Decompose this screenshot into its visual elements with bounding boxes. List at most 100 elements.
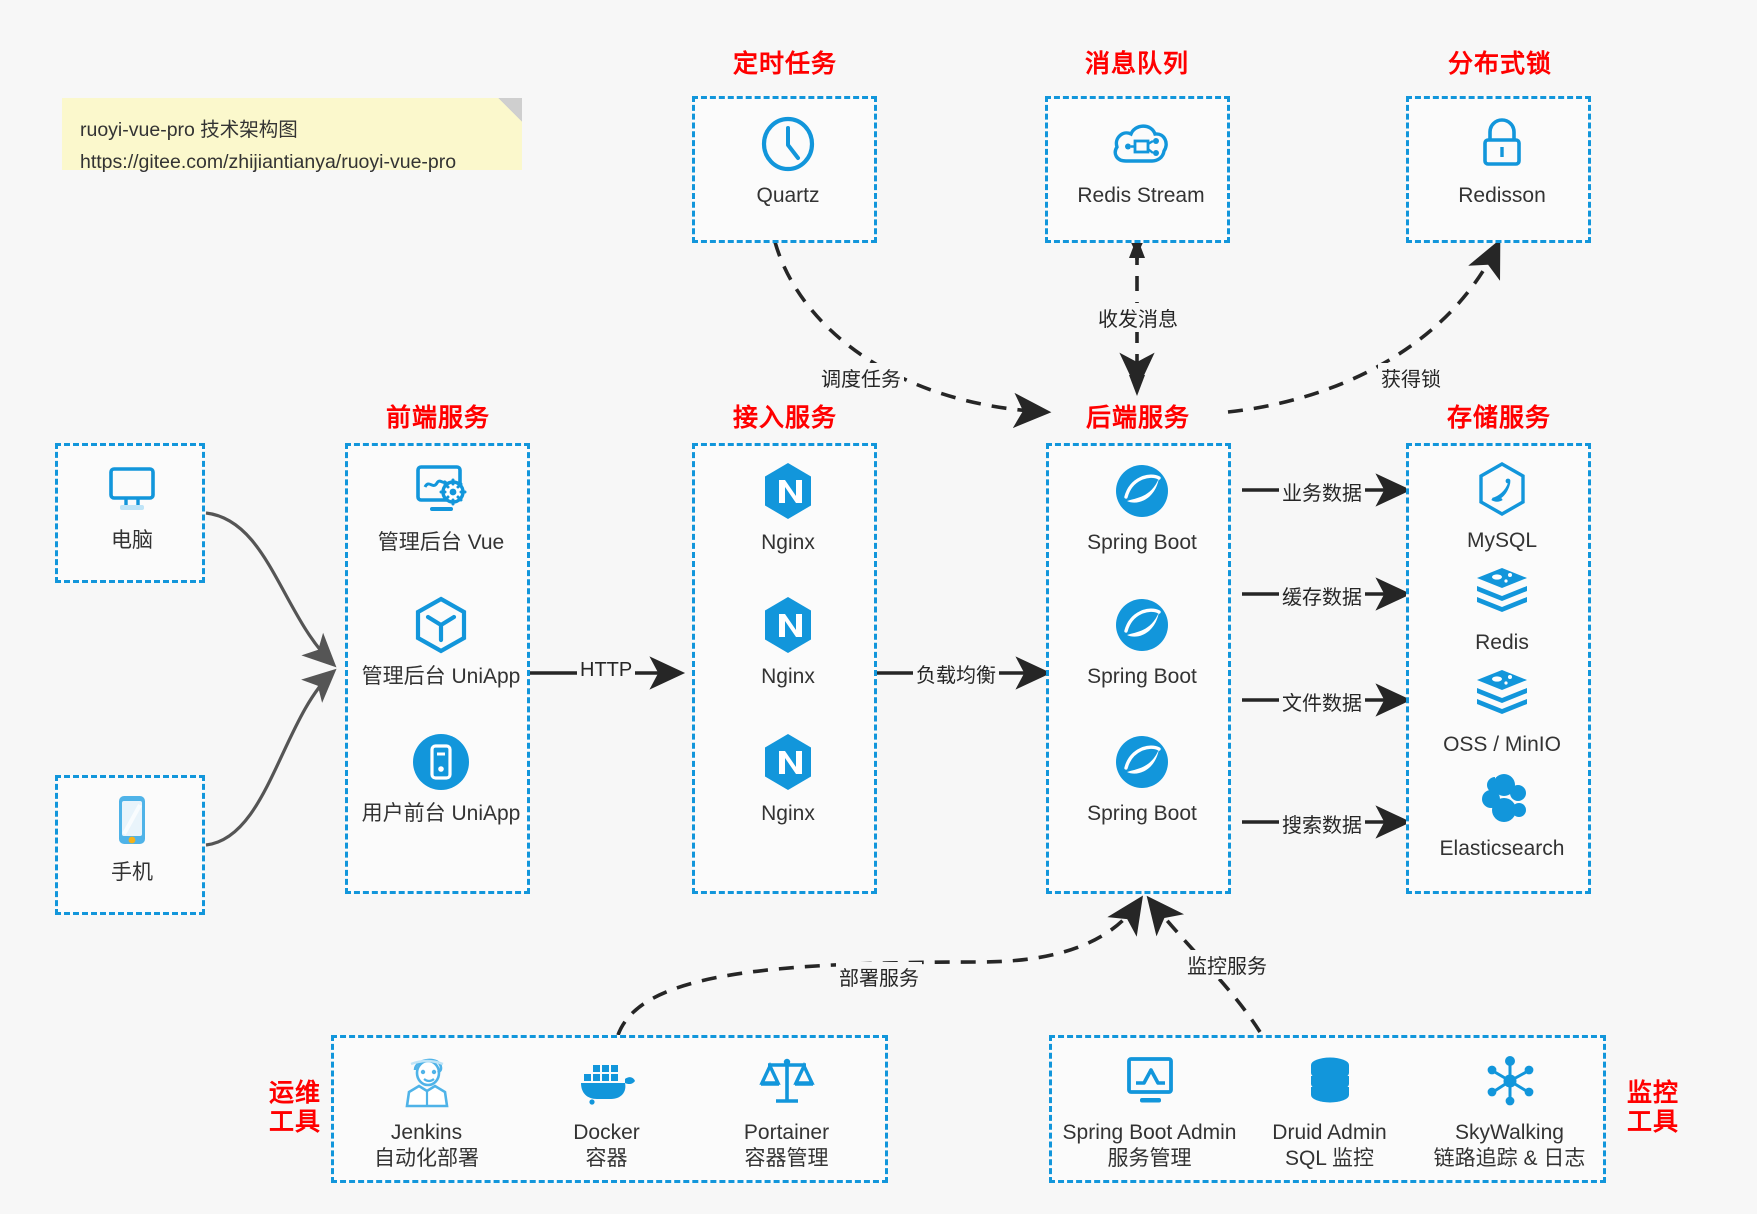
database-icon — [1303, 1050, 1357, 1112]
node-redis[interactable]: Redis — [1402, 560, 1602, 656]
arrowhead-mq-down — [1129, 375, 1145, 396]
group-mq: Redis Stream — [1045, 96, 1230, 243]
node-quartz[interactable]: Quartz — [688, 113, 888, 209]
edge-label-deploy-service: 部署服务 — [836, 962, 922, 991]
node-label: MySQL — [1466, 529, 1537, 552]
edge-label-schedule-task: 调度任务 — [818, 363, 904, 392]
node-spring-boot-admin[interactable]: Spring Boot Admin 服务管理 — [1057, 1050, 1242, 1173]
node-redisson[interactable]: Redisson — [1402, 113, 1602, 209]
node-nginx-2[interactable]: Nginx — [688, 594, 888, 690]
monitor-title-line1: 监控 — [1626, 1079, 1679, 1107]
app-round-icon — [411, 731, 471, 793]
node-label: 管理后台 UniApp — [361, 665, 521, 688]
node-label: 用户前台 UniApp — [361, 802, 521, 825]
node-user-uniapp[interactable]: 用户前台 UniApp — [341, 731, 541, 827]
node-label: Spring Boot — [1087, 802, 1197, 825]
monitor-title-line2: 工具 — [1626, 1107, 1679, 1136]
group-backend: Spring Boot Spring Boot Spring Boot — [1046, 443, 1231, 894]
node-pc[interactable]: 电脑 — [32, 458, 232, 554]
node-admin-uniapp[interactable]: 管理后台 UniApp — [341, 594, 541, 690]
edge-label-search-data: 搜索数据 — [1279, 809, 1365, 838]
group-title-backend: 后端服务 — [1086, 404, 1191, 432]
dashboard-icon — [410, 460, 472, 522]
node-druid-admin[interactable]: Druid Admin SQL 监控 — [1247, 1050, 1412, 1173]
group-scheduler: Quartz — [692, 96, 877, 243]
node-nginx-1[interactable]: Nginx — [688, 460, 888, 556]
elasticsearch-icon — [1473, 766, 1531, 828]
desktop-icon — [103, 458, 161, 520]
redis-icon — [1473, 560, 1531, 622]
edge-label-file-data: 文件数据 — [1279, 687, 1365, 716]
node-label: SkyWalking — [1455, 1121, 1564, 1144]
arrowhead-mq-up — [1129, 237, 1145, 258]
node-sublabel: SQL 监控 — [1284, 1147, 1375, 1171]
node-label: Docker — [573, 1121, 640, 1144]
cloud-stream-icon — [1111, 113, 1171, 175]
group-title-gateway: 接入服务 — [733, 404, 838, 432]
node-sublabel: 链路追踪 & 日志 — [1433, 1147, 1586, 1171]
node-skywalking[interactable]: SkyWalking 链路追踪 & 日志 — [1417, 1050, 1602, 1173]
node-jenkins[interactable]: Jenkins 自动化部署 — [344, 1050, 509, 1173]
nginx-icon — [761, 594, 815, 656]
group-title-scheduler: 定时任务 — [733, 50, 838, 78]
edge-label-mq-exchange: 收发消息 — [1095, 303, 1181, 332]
node-spring-boot-1[interactable]: Spring Boot — [1042, 460, 1242, 556]
node-mysql[interactable]: MySQL — [1402, 458, 1602, 554]
node-label: Quartz — [756, 184, 820, 207]
docker-icon — [575, 1050, 639, 1112]
note-line-url: https://gitee.com/zhijiantianya/ruoyi-vu… — [80, 151, 457, 174]
wire-backend-to-lock — [1227, 239, 1501, 414]
monitor-chart-icon — [1121, 1050, 1179, 1112]
node-admin-vue[interactable]: 管理后台 Vue — [341, 460, 541, 556]
node-label: Spring Boot Admin — [1062, 1121, 1237, 1144]
node-docker[interactable]: Docker 容器 — [524, 1050, 689, 1173]
lock-icon — [1476, 113, 1528, 175]
uniapp-cube-icon — [412, 594, 470, 656]
jenkins-icon — [397, 1050, 457, 1112]
node-label: Spring Boot — [1087, 665, 1197, 688]
wire-quartz-to-backend — [773, 241, 1052, 429]
edge-label-cache-data: 缓存数据 — [1279, 581, 1365, 610]
note-line-title: ruoyi-vue-pro 技术架构图 — [80, 119, 298, 141]
wire-mobile-to-frontend — [205, 668, 337, 847]
node-mobile[interactable]: 手机 — [32, 790, 232, 886]
edge-label-business-data: 业务数据 — [1279, 477, 1365, 506]
clock-icon — [759, 113, 817, 175]
node-label: 电脑 — [111, 529, 153, 552]
devops-title-line1: 运维 — [268, 1079, 321, 1107]
node-label: Portainer — [743, 1121, 830, 1144]
node-label: Redis — [1475, 631, 1529, 654]
node-label: Jenkins — [390, 1121, 463, 1144]
nginx-icon — [761, 460, 815, 522]
node-label: Redisson — [1458, 184, 1546, 207]
group-title-devops: 运维 工具 — [262, 1079, 328, 1137]
portainer-scale-icon — [758, 1050, 816, 1112]
node-label: 管理后台 Vue — [377, 531, 505, 554]
node-spring-boot-2[interactable]: Spring Boot — [1042, 594, 1242, 690]
group-gateway: Nginx Nginx Nginx — [692, 443, 877, 894]
nginx-icon — [761, 731, 815, 793]
edge-label-monitor-service: 监控服务 — [1184, 950, 1270, 979]
node-portainer[interactable]: Portainer 容器管理 — [704, 1050, 869, 1173]
node-label: Elasticsearch — [1439, 837, 1565, 860]
node-sublabel: 容器 — [585, 1147, 628, 1171]
group-title-mq: 消息队列 — [1085, 50, 1190, 78]
note-fold-corner — [498, 98, 522, 122]
node-redis-stream[interactable]: Redis Stream — [1041, 113, 1241, 209]
group-title-monitor: 监控 工具 — [1620, 1079, 1686, 1137]
node-elasticsearch[interactable]: Elasticsearch — [1402, 766, 1602, 862]
edge-label-acquire-lock: 获得锁 — [1378, 363, 1444, 392]
spring-boot-icon — [1113, 731, 1171, 793]
node-oss-minio[interactable]: OSS / MinIO — [1402, 662, 1602, 758]
node-label: Druid Admin — [1272, 1121, 1387, 1144]
group-monitor: Spring Boot Admin 服务管理 Druid Admin SQL 监… — [1049, 1035, 1606, 1183]
node-label: Nginx — [761, 665, 815, 688]
node-spring-boot-3[interactable]: Spring Boot — [1042, 731, 1242, 827]
edge-label-http: HTTP — [577, 659, 636, 682]
node-nginx-3[interactable]: Nginx — [688, 731, 888, 827]
group-title-lock: 分布式锁 — [1448, 50, 1553, 78]
node-label: Spring Boot — [1087, 531, 1197, 554]
sticky-note: ruoyi-vue-pro 技术架构图 https://gitee.com/zh… — [62, 98, 522, 173]
spring-boot-icon — [1113, 460, 1171, 522]
node-label: Nginx — [761, 802, 815, 825]
